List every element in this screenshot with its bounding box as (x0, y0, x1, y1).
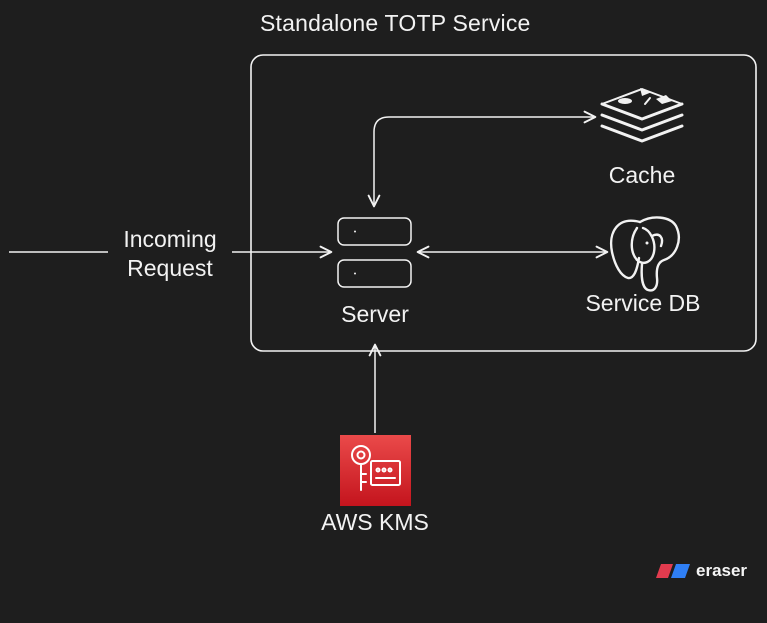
redis-icon[interactable] (600, 88, 684, 143)
service-boundary (250, 54, 757, 352)
eraser-brand-name: eraser (696, 561, 748, 580)
service-db-label: Service DB (585, 290, 701, 316)
aws-kms-label: AWS KMS (321, 509, 429, 535)
incoming-request-line2: Request (127, 255, 213, 281)
server-cache-arrow (367, 110, 597, 208)
aws-kms-icon[interactable] (340, 435, 411, 506)
server-label: Server (341, 301, 409, 327)
eraser-logo-icon (656, 563, 690, 578)
incoming-request-line1: Incoming (123, 226, 217, 252)
eraser-watermark[interactable]: eraser (656, 562, 747, 579)
incoming-request-label: Incoming Request (108, 225, 232, 283)
diagram-title: Standalone TOTP Service (260, 10, 531, 36)
server-icon[interactable] (337, 217, 412, 288)
cache-label: Cache (608, 162, 676, 188)
postgresql-icon[interactable] (609, 216, 680, 292)
